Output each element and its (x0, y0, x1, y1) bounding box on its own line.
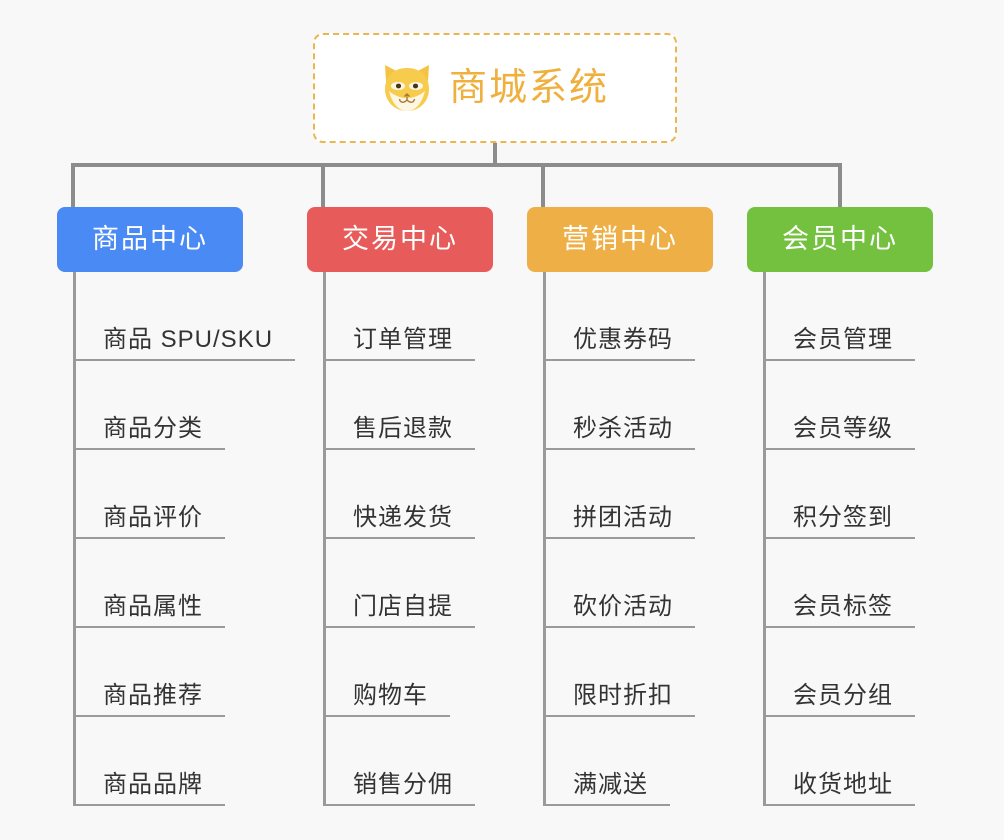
list-item[interactable]: 商品分类 (73, 361, 295, 450)
leaf-list-product: 商品 SPU/SKU 商品分类 商品评价 商品属性 商品推荐 商品品牌 (73, 272, 296, 806)
list-item[interactable]: 秒杀活动 (543, 361, 695, 450)
root-node[interactable]: 商城系统 (313, 33, 677, 143)
list-item[interactable]: 快递发货 (323, 450, 475, 539)
category-label: 会员中心 (782, 224, 898, 254)
leaf-label: 销售分佣 (353, 771, 453, 798)
leaf-label: 订单管理 (353, 326, 453, 353)
leaf-label: 拼团活动 (573, 504, 673, 531)
list-item[interactable]: 购物车 (323, 628, 475, 717)
branch-trunk (73, 272, 76, 806)
connector-root-stub (493, 143, 497, 165)
leaf-label: 秒杀活动 (573, 415, 673, 442)
branch-column-marketing: 营销中心 优惠券码 秒杀活动 拼团活动 砍价活动 限时折扣 满减送 (527, 207, 713, 806)
list-item[interactable]: 拼团活动 (543, 450, 695, 539)
leaf-label: 会员标签 (793, 593, 893, 620)
category-box-member[interactable]: 会员中心 (747, 207, 933, 272)
leaf-label: 满减送 (573, 771, 648, 798)
connector-drop-2 (321, 163, 325, 209)
leaf-label: 会员等级 (793, 415, 893, 442)
list-item[interactable]: 销售分佣 (323, 717, 475, 806)
leaf-label: 快递发货 (353, 504, 453, 531)
category-box-product[interactable]: 商品中心 (57, 207, 243, 272)
list-item[interactable]: 商品评价 (73, 450, 295, 539)
category-label: 商品中心 (92, 224, 208, 254)
leaf-label: 会员分组 (793, 682, 893, 709)
branch-column-product: 商品中心 商品 SPU/SKU 商品分类 商品评价 商品属性 商品推荐 商品品牌 (57, 207, 296, 806)
branch-column-trade: 交易中心 订单管理 售后退款 快递发货 门店自提 购物车 销售分佣 (307, 207, 493, 806)
list-item[interactable]: 商品属性 (73, 539, 295, 628)
category-box-marketing[interactable]: 营销中心 (527, 207, 713, 272)
connector-bus (73, 163, 840, 167)
leaf-label: 门店自提 (353, 593, 453, 620)
leaf-label: 商品属性 (103, 593, 203, 620)
list-item[interactable]: 优惠券码 (543, 272, 695, 361)
list-item[interactable]: 会员管理 (763, 272, 915, 361)
list-item[interactable]: 收货地址 (763, 717, 915, 806)
list-item[interactable]: 积分签到 (763, 450, 915, 539)
leaf-list-trade: 订单管理 售后退款 快递发货 门店自提 购物车 销售分佣 (323, 272, 475, 806)
branch-column-member: 会员中心 会员管理 会员等级 积分签到 会员标签 会员分组 收货地址 (747, 207, 933, 806)
list-item[interactable]: 售后退款 (323, 361, 475, 450)
leaf-label: 商品推荐 (103, 682, 203, 709)
list-item[interactable]: 商品推荐 (73, 628, 295, 717)
leaf-list-marketing: 优惠券码 秒杀活动 拼团活动 砍价活动 限时折扣 满减送 (543, 272, 695, 806)
branch-trunk (323, 272, 326, 806)
leaf-label: 砍价活动 (573, 593, 673, 620)
leaf-list-member: 会员管理 会员等级 积分签到 会员标签 会员分组 收货地址 (763, 272, 915, 806)
list-item[interactable]: 门店自提 (323, 539, 475, 628)
list-item[interactable]: 商品品牌 (73, 717, 295, 806)
category-label: 交易中心 (342, 224, 458, 254)
leaf-label: 售后退款 (353, 415, 453, 442)
connector-drop-1 (71, 163, 75, 209)
list-item[interactable]: 砍价活动 (543, 539, 695, 628)
branch-trunk (543, 272, 546, 806)
list-item[interactable]: 满减送 (543, 717, 695, 806)
list-item[interactable]: 会员分组 (763, 628, 915, 717)
leaf-label: 积分签到 (793, 504, 893, 531)
list-item[interactable]: 限时折扣 (543, 628, 695, 717)
root-title: 商城系统 (448, 67, 609, 109)
branch-trunk (763, 272, 766, 806)
shiba-dog-icon (384, 65, 429, 111)
connector-drop-4 (838, 163, 842, 209)
leaf-label: 优惠券码 (573, 326, 673, 353)
leaf-label: 会员管理 (793, 326, 893, 353)
leaf-label: 收货地址 (793, 771, 893, 798)
connector-drop-3 (541, 163, 545, 209)
leaf-label: 商品评价 (103, 504, 203, 531)
category-label: 营销中心 (562, 224, 678, 254)
list-item[interactable]: 订单管理 (323, 272, 475, 361)
leaf-label: 购物车 (353, 682, 428, 709)
list-item[interactable]: 商品 SPU/SKU (73, 272, 296, 361)
list-item[interactable]: 会员标签 (763, 539, 915, 628)
leaf-label: 限时折扣 (573, 682, 673, 709)
leaf-label: 商品分类 (103, 415, 203, 442)
category-box-trade[interactable]: 交易中心 (307, 207, 493, 272)
leaf-label: 商品 SPU/SKU (103, 326, 274, 353)
leaf-label: 商品品牌 (103, 771, 203, 798)
list-item[interactable]: 会员等级 (763, 361, 915, 450)
